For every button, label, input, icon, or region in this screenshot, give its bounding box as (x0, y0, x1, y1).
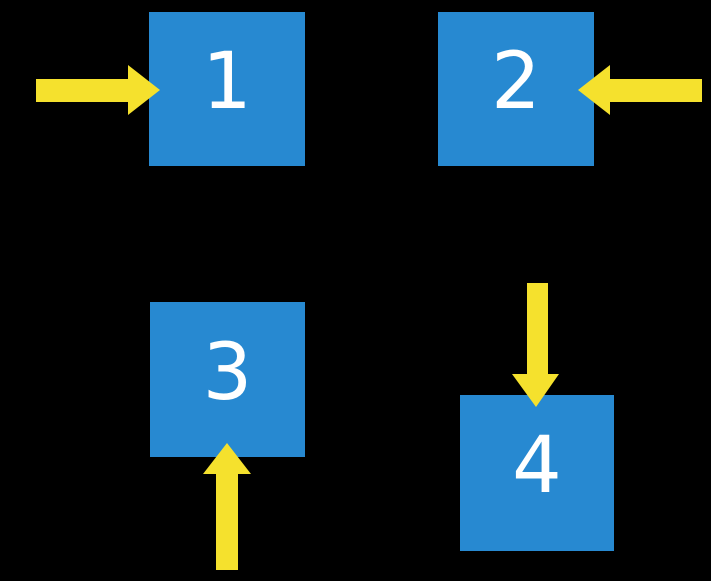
square-1: 1 (149, 12, 305, 166)
arrow-up-icon (203, 443, 251, 570)
arrow-right-icon (36, 65, 160, 115)
square-2: 2 (438, 12, 594, 166)
square-4: 4 (460, 395, 614, 551)
arrow-down-icon (512, 283, 559, 407)
square-4-label: 4 (512, 421, 562, 511)
square-3: 3 (150, 302, 305, 457)
square-1-label: 1 (202, 37, 252, 127)
square-2-label: 2 (491, 37, 541, 127)
square-3-label: 3 (202, 327, 253, 418)
arrow-left-icon (578, 65, 702, 115)
